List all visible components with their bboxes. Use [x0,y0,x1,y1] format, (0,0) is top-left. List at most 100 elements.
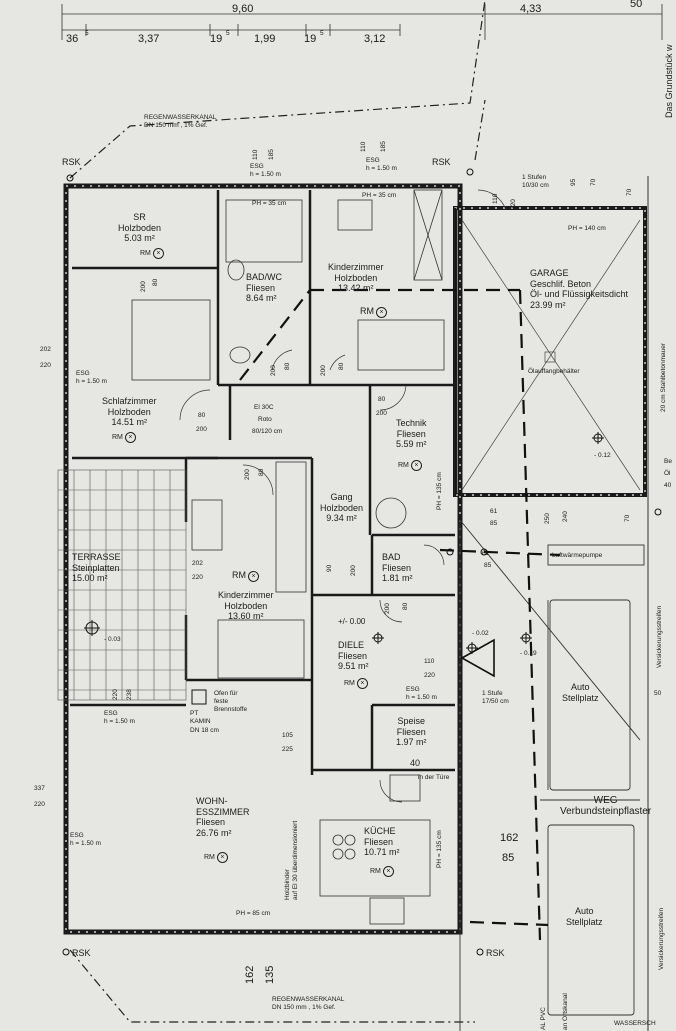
rm-kueche-text: RM [370,868,381,875]
garage-diagonals [461,219,641,491]
ph140-garage: PH = 140 cm [568,225,606,232]
pt-label: PT [190,710,199,717]
level-garage: - 0.12 [594,452,611,459]
room-wohn-area: 26.76 m² [196,827,232,838]
kamin-symbol [191,689,207,705]
dim-200-gang: 200 [350,565,357,576]
property-boundary [69,0,486,1023]
dim-185a: 185 [268,149,275,160]
dim-162b: 162 [244,965,256,984]
dim-220f: 220 [510,199,517,210]
dim-200-kinder2: 200 [244,469,251,480]
rm-kueche: RM× [370,866,394,877]
room-kueche-name: KÜCHE [364,826,396,836]
ofen-label-2: feste [214,698,229,705]
rm-sr-text: RM [140,250,151,257]
esg-h-bad: h = 1.50 m [250,171,281,178]
smoke-detector-icon: × [124,432,136,443]
room-kinder-2-name: Kinderzimmer [218,590,274,600]
dim-105: 105 [282,732,293,739]
room-bad-wc-floor: Fliesen [246,282,276,293]
smoke-detector-icon: × [216,852,228,863]
terrace-tiles [57,469,187,701]
dim-162: 162 [500,832,519,844]
room-gang-floor: Holzboden [320,502,364,513]
dim-200-technik: 200 [376,410,387,417]
dim-337: 337 [34,785,45,792]
level-markers [62,168,662,956]
ph135-technik: PH = 135 cm [436,472,443,510]
room-technik-area: 5.59 m² [396,439,427,449]
room-sr-floor: Holzboden [118,222,162,233]
dim-200-schlaf: 200 [196,426,207,433]
room-sr: SR Holzboden 5.03 m² [118,212,161,244]
dim-110c: 110 [424,658,435,665]
room-kinder-1-name: Kinderzimmer [328,262,384,272]
parking-1-name: Auto [571,682,590,692]
ofen-label: Ofen für [214,690,238,697]
rm-wohn: RM× [204,852,228,863]
rm-technik-text: RM [398,462,409,469]
room-wohn-name: WOHN- [196,796,228,806]
room-gang-area: 9.34 m² [326,513,357,523]
stufe-label: 1 Stufe [482,690,503,697]
dim-220b: 220 [192,574,203,581]
el30c-label: El 30C [254,404,274,411]
room-terrasse-name: TERRASSE [72,552,121,562]
dim-202b: 202 [192,560,203,567]
room-diele-name: DIELE [338,640,365,650]
dim-overall-433: 4,33 [520,3,542,15]
smoke-detector-icon: × [376,307,387,318]
dim-110b: 110 [360,141,367,152]
room-bad-area: 1.81 m² [382,573,413,583]
rain-channel-top-spec: DN 150 mm , 1% Gef. [144,122,208,129]
room-wohn: WOHN- ESSZIMMER Fliesen 26.76 m² [196,796,250,838]
dim-220d: 220 [424,672,435,679]
luftwaermepumpe-label: Luftwärmepumpe [552,552,603,559]
parking-1: Auto Stellplatz [562,682,599,703]
smoke-detector-icon: × [410,460,422,471]
smoke-detector-icon: × [356,678,368,689]
room-diele-floor: Fliesen [338,650,368,661]
room-kinder-1: Kinderzimmer Holzboden 13.42 m² [328,262,384,294]
room-bad: BAD Fliesen 1.81 m² [382,552,413,584]
pvc-label: AL PVC [540,1007,547,1030]
esg-h-diele: h = 1.50 m [406,694,437,701]
room-garage-name: GARAGE [530,268,569,278]
dim-85c: 85 [502,852,515,864]
kamin-dn: DN 18 cm [190,727,219,734]
room-bad-wc: BAD/WC Fliesen 8.64 m² [246,272,282,304]
door-swings [179,189,507,803]
rsk-bottom-right: RSK [486,948,505,958]
smoke-detector-icon: × [248,571,259,582]
dim-overall-960: 9,60 [232,3,254,15]
dim-200-bad: 200 [270,365,277,376]
room-schlaf-floor: Holzboden [107,406,151,417]
dim-overall-50: 50 [630,0,643,10]
roto-size: 80/120 cm [252,428,283,435]
room-kueche-area: 10.71 m² [364,847,400,857]
room-garage-floor: Geschlif. Beton [530,278,592,289]
holzbinder-label-2: auf El 30 überdimensioniert [292,820,299,900]
parking-2-name-2: Stellplatz [566,916,603,927]
room-technik: Technik Fliesen 5.59 m² [396,418,427,450]
room-kinder-1-floor: Holzboden [334,272,378,283]
room-terrasse: TERRASSE Steinplatten 15.00 m² [72,552,121,584]
esg-diele: ESG [406,686,420,693]
dim-200-bad2: 200 [384,603,391,614]
rain-channel-top: REGENWASSERKANAL [144,114,217,121]
stahlbetonmauer-label: 20 cm Stahlbetonmauer [660,342,667,412]
dim-seg-19a: 19 [210,33,223,45]
dim-220c: 220 [112,689,119,700]
garage-steps-spec: 10/30 cm [522,182,549,189]
room-gang-name: Gang [330,492,353,502]
dim-70: 70 [590,178,597,186]
dim-70b: 70 [626,188,633,196]
dim-110a: 110 [252,149,259,160]
top-dimension-lines [61,4,663,40]
level-outside: - 0.19 [520,650,537,657]
room-bad-name: BAD [382,552,401,562]
rain-channel-bottom: REGENWASSERKANAL [272,996,345,1003]
rm-sr: RM× [140,248,164,259]
room-schlaf-area: 14.51 m² [111,417,148,427]
